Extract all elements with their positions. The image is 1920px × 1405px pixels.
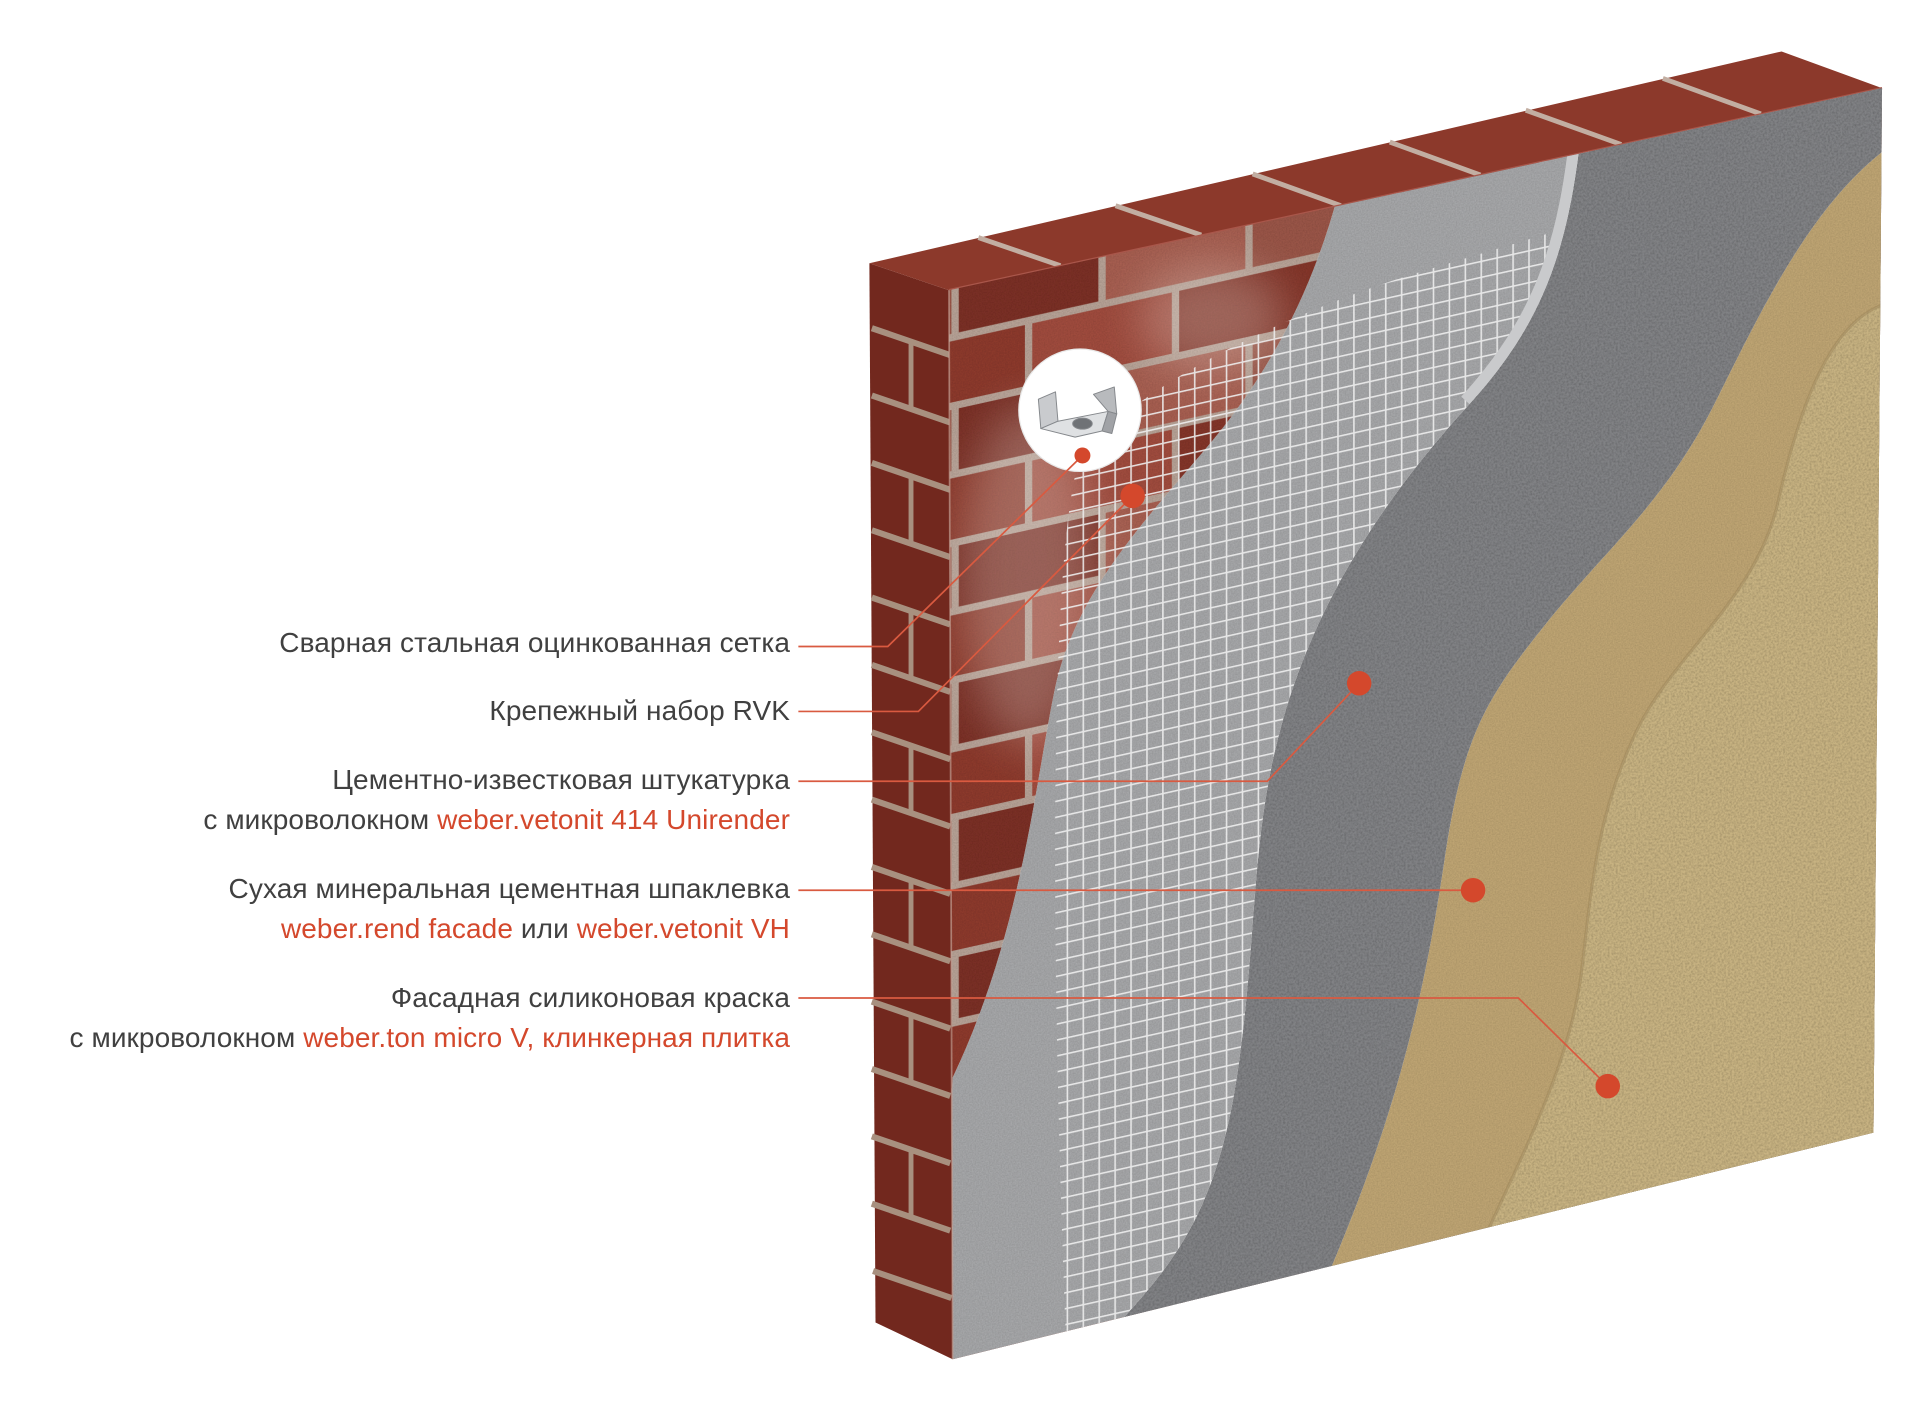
callout-dot-3 [1346, 671, 1372, 696]
mortar-joint [870, 1066, 952, 1099]
callout-sublabel-3: с микроволокном weber.vetonit 414 Uniren… [203, 800, 790, 840]
callout-sublabel-5: с микроволокном weber.ton micro V, клинк… [69, 1018, 790, 1058]
callout-text: Сварная стальная оцинкованная сетка [279, 627, 790, 658]
mortar-joint [1662, 76, 1762, 117]
callout-text: Фасадная силиконовая краска [390, 982, 790, 1013]
wall-corner-edge [948, 290, 954, 1360]
callout-dot-1 [1074, 447, 1091, 464]
callout-dot-2 [1120, 483, 1145, 509]
leader-line-1 [798, 454, 1084, 648]
leader-line-2 [798, 495, 1134, 713]
callout-text: Цементно-известковая штукатурка [332, 764, 790, 795]
top-face-surface [869, 51, 1883, 291]
clip-right-edge [1101, 410, 1118, 434]
mortar-joint [977, 235, 1062, 269]
callout-text: или [513, 913, 577, 944]
callout-dot-5 [1595, 1073, 1620, 1099]
product-name: weber.vetonit 414 Unirender [437, 804, 790, 835]
mortar-joint [870, 594, 952, 628]
callout-text: Сухая минеральная цементная шпаклевка [228, 873, 790, 904]
magnifier-circle [1018, 348, 1142, 473]
fastener-clip-icon [1037, 386, 1118, 438]
product-name: weber.ton micro V, клинкерная плитка [303, 1022, 790, 1053]
mortar-joint [1524, 107, 1623, 147]
callout-label-4: Сухая минеральная цементная шпаклевка [229, 869, 790, 909]
callout-text: с микроволокном [203, 804, 438, 835]
brick-wall-side-face [869, 263, 953, 1360]
leader-lines [798, 454, 1609, 1087]
paint-layer-edge [1486, 302, 1883, 1232]
base-coat-edge-highlight [1461, 121, 1594, 412]
callout-text: Крепежный набор RVK [489, 695, 790, 726]
callout-label-5: Фасадная силиконовая краска [391, 978, 790, 1018]
product-name: weber.vetonit VH [576, 913, 790, 944]
fastener-magnifier [1018, 348, 1142, 473]
clip-hole [1072, 417, 1093, 430]
callout-label-3: Цементно-известковая штукатурка [332, 760, 790, 800]
callout-sublabel-4: weber.rend facade или weber.vetonit VH [281, 909, 790, 949]
mortar-joint [1251, 171, 1342, 209]
leader-line-3 [798, 682, 1360, 783]
callout-text: с микроволокном [69, 1022, 304, 1053]
silicone-paint-layer [1487, 287, 1883, 1360]
leader-line-5 [798, 997, 1609, 1087]
top-face-mortar-joints [977, 76, 1762, 269]
callout-dot-4 [1460, 877, 1486, 903]
mortar-joint [1388, 139, 1482, 178]
callout-label-1: Сварная стальная оцинкованная сетка [279, 623, 790, 663]
callout-dots [1074, 447, 1620, 1099]
callout-label-2: Крепежный набор RVK [489, 691, 790, 731]
mortar-joint [1114, 203, 1203, 238]
product-name: weber.rend facade [280, 913, 514, 944]
mortar-joint [872, 1268, 953, 1301]
front-face-layers [948, 88, 1883, 1360]
